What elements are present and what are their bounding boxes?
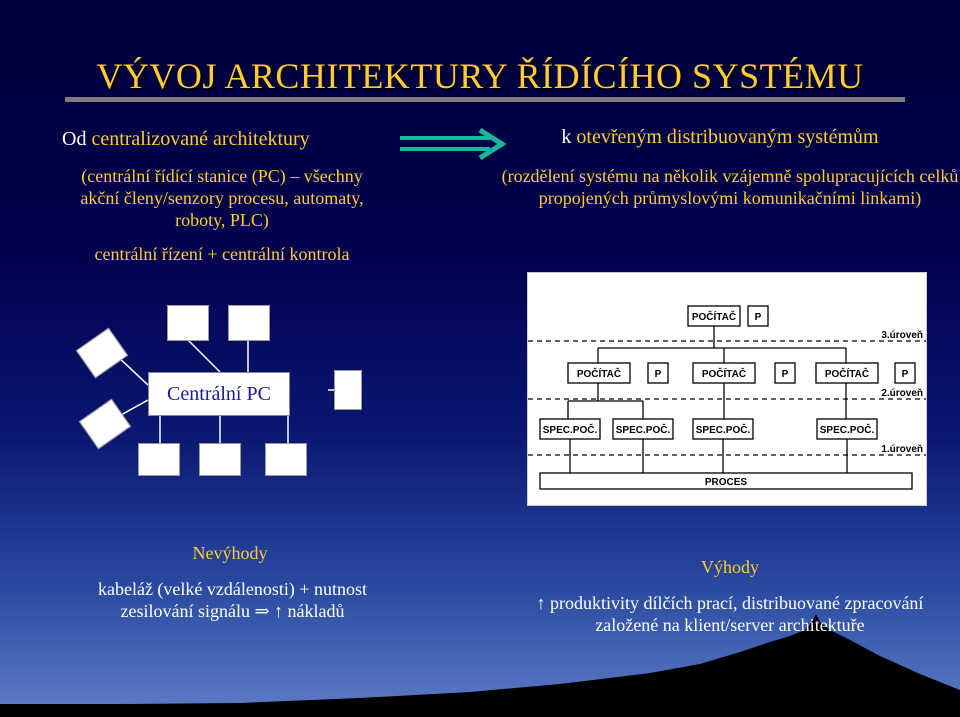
cons-heading: Nevýhody: [192, 543, 268, 563]
left-heading-text: centralizované architektury: [91, 128, 310, 150]
node-label: POČÍTAČ: [825, 367, 869, 380]
node-label: POČÍTAČ: [702, 367, 746, 380]
right-description: (rozdělení systému na několik vzájemně s…: [501, 166, 959, 208]
device-node: [334, 370, 362, 410]
device-node: [167, 305, 209, 341]
node-label: P: [902, 369, 909, 380]
cons-line-2: zesilování signálu ⇒ ↑ nákladů: [120, 601, 345, 621]
right-prefix: k: [561, 126, 572, 148]
level-label: 2.úroveň: [881, 388, 923, 399]
central-pc-node: Centrální PC: [148, 372, 290, 416]
process-label: PROCES: [705, 477, 748, 488]
right-arrow-icon: [400, 128, 507, 160]
pros-text: ↑ produktivity dílčích prací, distribuov…: [505, 592, 955, 636]
pros-heading: Výhody: [701, 557, 759, 577]
node-label: P: [755, 312, 762, 323]
level-label: 3.úroveň: [881, 330, 923, 341]
slide-title: VÝVOJ ARCHITEKTURY ŘÍDÍCÍHO SYSTÉMU: [96, 56, 864, 96]
device-node: [228, 305, 270, 341]
node-label: SPEC.POČ.: [696, 423, 751, 436]
left-prefix: Od: [62, 128, 87, 150]
node-label: SPEC.POČ.: [543, 423, 598, 436]
node-label: SPEC.POČ.: [616, 423, 671, 436]
mountain-silhouette: [0, 614, 960, 717]
node-label: POČÍTAČ: [577, 367, 621, 380]
hierarchy-diagram: POČÍTAČ P 3.úroveň POČÍTAČ P POČÍTAČ P P…: [527, 272, 927, 506]
left-heading: Od centralizované architektury: [62, 128, 382, 151]
cons-line-1: kabeláž (velké vzdálenosti) + nutnost: [97, 579, 368, 599]
level-label: 1.úroveň: [881, 444, 923, 455]
node-label: SPEC.POČ.: [820, 423, 875, 436]
pros-line-1: ↑ produktivity dílčích prací, distribuov…: [536, 593, 924, 613]
right-heading: k otevřeným distribuovaným systémům: [500, 126, 940, 149]
node-label: POČÍTAČ: [692, 310, 736, 323]
title-underline: [65, 97, 905, 102]
device-node: [265, 443, 307, 476]
node-label: P: [782, 369, 789, 380]
left-summary: centrální řízení + centrální kontrola: [94, 244, 350, 264]
cons-text: kabeláž (velké vzdálenosti) + nutnost ze…: [60, 578, 405, 622]
device-node: [199, 443, 241, 476]
node-label: P: [655, 369, 662, 380]
device-node: [138, 443, 180, 476]
right-heading-text: otevřeným distribuovaným systémům: [576, 126, 879, 148]
pros-line-2: založené na klient/server architektuře: [595, 615, 865, 635]
left-description: (centrální řídící stanice (PC) – všechny…: [80, 166, 364, 230]
